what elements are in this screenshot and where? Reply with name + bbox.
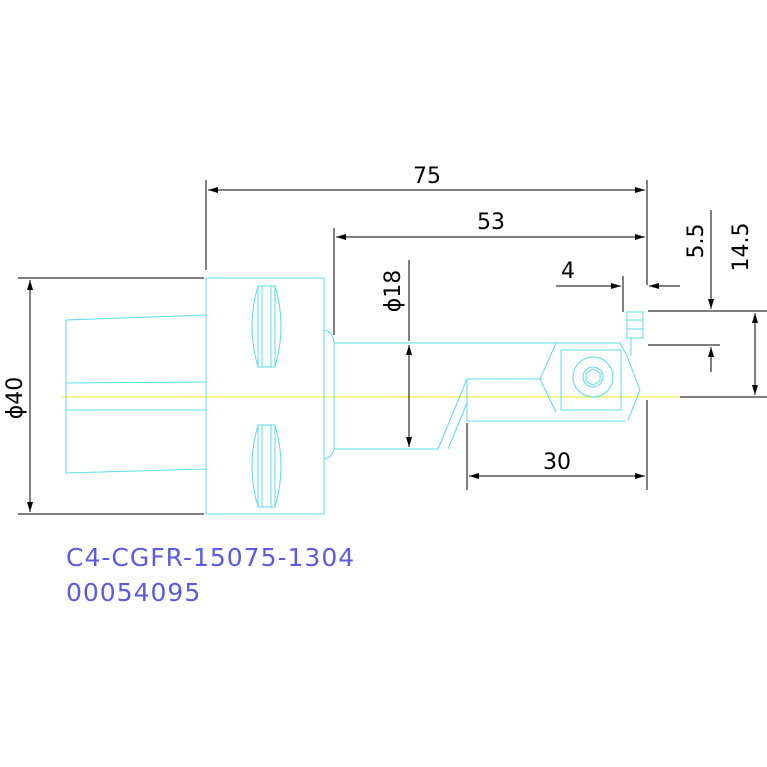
flange: [205, 277, 325, 515]
dim-phi18-label: ϕ18: [381, 270, 406, 313]
boring-bar: [323, 329, 625, 460]
dimension-head-length: 30: [466, 400, 648, 490]
shank-groove-top: [65, 381, 207, 384]
dimension-shank-diameter: ϕ40: [3, 277, 204, 515]
dim-53-label: 53: [477, 210, 505, 235]
dimension-bar-length: 53: [333, 210, 645, 335]
dim-4-label: 4: [561, 259, 575, 284]
dimension-offset-large: 14.5: [680, 223, 767, 398]
cutting-head: [539, 311, 644, 421]
shank-body: [65, 314, 207, 474]
dim-75-label: 75: [413, 164, 441, 189]
flange-slot-bottom: [251, 424, 282, 508]
dim-phi40-label: ϕ40: [3, 377, 28, 420]
dimension-bar-diameter: ϕ18: [381, 260, 412, 447]
dimension-offset-small: 5.5: [648, 210, 767, 372]
dim-30-label: 30: [543, 450, 571, 475]
dim-14-5-label: 14.5: [729, 223, 754, 272]
tool-outline: [65, 277, 644, 515]
insert: [626, 311, 644, 339]
dimension-overall-length: 75: [205, 164, 648, 285]
part-number: C4-CGFR-15075-1304: [66, 543, 356, 572]
clamp-screw: [572, 356, 614, 398]
dim-5-5-label: 5.5: [684, 224, 709, 259]
dimension-insert-width: 4: [556, 259, 680, 312]
flange-slot-top: [251, 285, 282, 368]
item-code: 00054095: [66, 578, 202, 607]
